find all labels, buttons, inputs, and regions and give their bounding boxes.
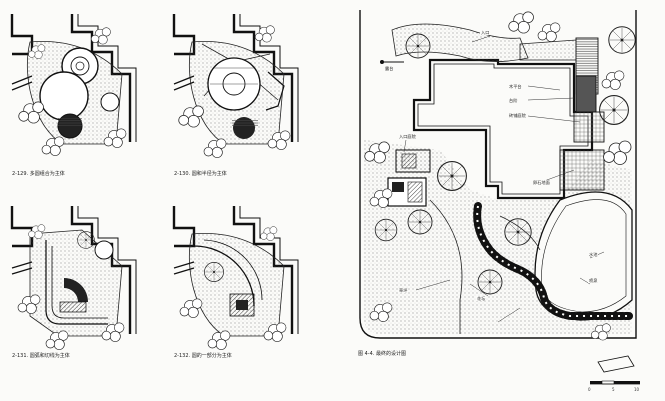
figure-caption-2-131: 2-131. 圆弧和切线为主体 <box>12 352 70 359</box>
final-design-plan <box>359 10 640 385</box>
figure-text: 多圆组合为主体 <box>29 171 65 177</box>
figure-number: 2-129. <box>12 171 29 177</box>
label-entry: 入口 <box>480 30 491 35</box>
scale-number-10: 10 <box>634 387 640 392</box>
label-gravel: 卵石地面 <box>532 180 551 185</box>
plan-caption-number: 图 4-4. <box>358 351 375 357</box>
label-fountain: 喷泉 <box>588 278 599 283</box>
figure-text: 圆弧和切线为主体 <box>29 353 70 359</box>
label-entry-court: 入口庭院 <box>398 134 417 139</box>
figure-caption-2-130: 2-130. 圆和半径为主体 <box>174 170 227 177</box>
study-plan-2-132 <box>172 204 300 350</box>
study-plan-2-131 <box>10 204 138 350</box>
plan-caption-text: 最终的设计图 <box>375 351 406 357</box>
plan-caption: 图 4-4. 最终的设计图 <box>358 350 406 357</box>
study-plan-2-130 <box>172 12 300 158</box>
label-step: 台阶 <box>508 98 519 103</box>
figure-caption-2-129: 2-129. 多圆组合为主体 <box>12 170 65 177</box>
figure-number: 2-132. <box>174 353 191 359</box>
figure-number: 2-131. <box>12 353 29 359</box>
scale-number-5: 5 <box>612 387 615 392</box>
label-pool: 水池 <box>588 252 599 257</box>
label-bed: 花坛 <box>476 296 487 301</box>
study-plan-2-129 <box>10 12 138 156</box>
label-deck: 木平台 <box>508 84 523 89</box>
figure-caption-2-132: 2-132. 圆的一部分为主体 <box>174 352 232 359</box>
label-patio: 砖铺庭院 <box>508 113 527 118</box>
label-lawn: 草坪 <box>398 288 409 293</box>
figure-text: 圆和半径为主体 <box>191 171 227 177</box>
figure-text: 圆的一部分为主体 <box>191 353 232 359</box>
label-terrace: 露台 <box>384 66 395 71</box>
scale-number-0: 0 <box>588 387 591 392</box>
figure-number: 2-130. <box>174 171 191 177</box>
